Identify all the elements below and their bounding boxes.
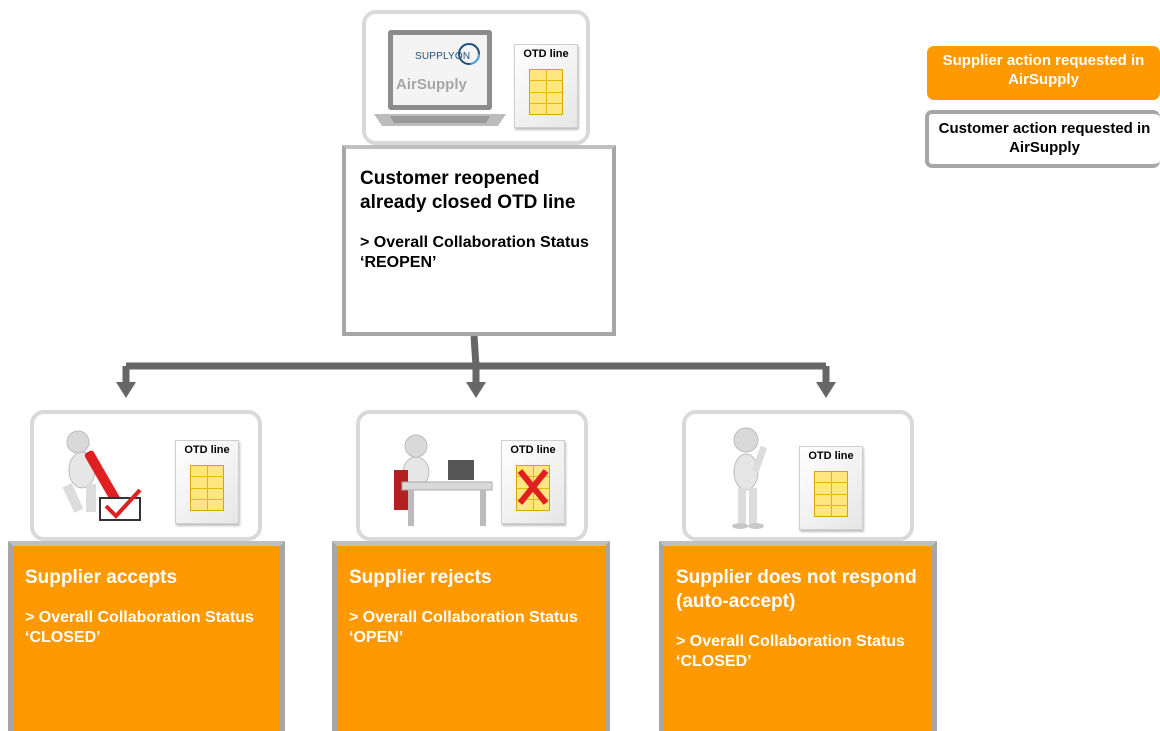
supplier-rejects-box: Supplier rejects > Overall Collaboration… bbox=[332, 541, 610, 731]
supplier-accepts-title: Supplier accepts bbox=[25, 567, 178, 588]
otd-line-document-icon: OTD line bbox=[175, 440, 239, 524]
no-response-image-frame: OTD line bbox=[682, 410, 914, 541]
supplyon-logo: SUPPLYON bbox=[415, 51, 471, 62]
otd-line-label: OTD line bbox=[184, 444, 230, 456]
rejects-image-frame: OTD line bbox=[356, 410, 588, 541]
otd-line-label: OTD line bbox=[808, 450, 854, 462]
legend-supplier: Supplier action requested in AirSupply bbox=[927, 46, 1160, 100]
otd-line-document-icon: OTD line bbox=[799, 446, 863, 530]
otd-line-label: OTD line bbox=[523, 48, 569, 60]
arrow-head-left bbox=[116, 382, 136, 398]
supplier-no-response-box: Supplier does not respond (auto-accept) … bbox=[659, 541, 937, 731]
arrow-head-right bbox=[816, 382, 836, 398]
no-response-status: > Overall Collaboration Status ‘CLOSED’ bbox=[676, 633, 905, 670]
person-checkmark-icon bbox=[62, 430, 142, 521]
reopen-status: > Overall Collaboration Status ‘REOPEN’ bbox=[360, 234, 589, 271]
customer-reopened-title: Customer reopened already closed OTD lin… bbox=[360, 168, 576, 213]
app-name: AirSupply bbox=[396, 76, 467, 93]
rejects-status: > Overall Collaboration Status ‘OPEN’ bbox=[349, 609, 578, 646]
person-thinking-icon bbox=[732, 427, 768, 529]
supplier-no-response-title: Supplier does not respond (auto-accept) bbox=[676, 567, 917, 612]
accepts-image-frame: OTD line bbox=[30, 410, 262, 541]
legend-customer-text: Customer action requested in AirSupply bbox=[938, 120, 1151, 156]
arrow-head-center bbox=[466, 382, 486, 398]
legend-supplier-text: Supplier action requested in AirSupply bbox=[942, 52, 1145, 88]
supplier-accepts-box: Supplier accepts > Overall Collaboration… bbox=[8, 541, 285, 731]
legend-customer: Customer action requested in AirSupply bbox=[925, 110, 1160, 168]
otd-line-label: OTD line bbox=[510, 444, 556, 456]
otd-line-document-icon: OTD line bbox=[501, 440, 565, 524]
accepts-status: > Overall Collaboration Status ‘CLOSED’ bbox=[25, 609, 254, 646]
otd-line-document-icon: OTD line bbox=[514, 44, 578, 128]
laptop-icon bbox=[374, 30, 506, 126]
supplier-rejects-title: Supplier rejects bbox=[349, 567, 492, 588]
person-desk-icon bbox=[394, 434, 493, 526]
reject-x-icon bbox=[517, 469, 549, 505]
logo-circle-icon bbox=[458, 43, 480, 65]
top-image-frame: SUPPLYON AirSupply OTD line bbox=[362, 10, 590, 145]
customer-reopened-box: Customer reopened already closed OTD lin… bbox=[342, 145, 616, 336]
